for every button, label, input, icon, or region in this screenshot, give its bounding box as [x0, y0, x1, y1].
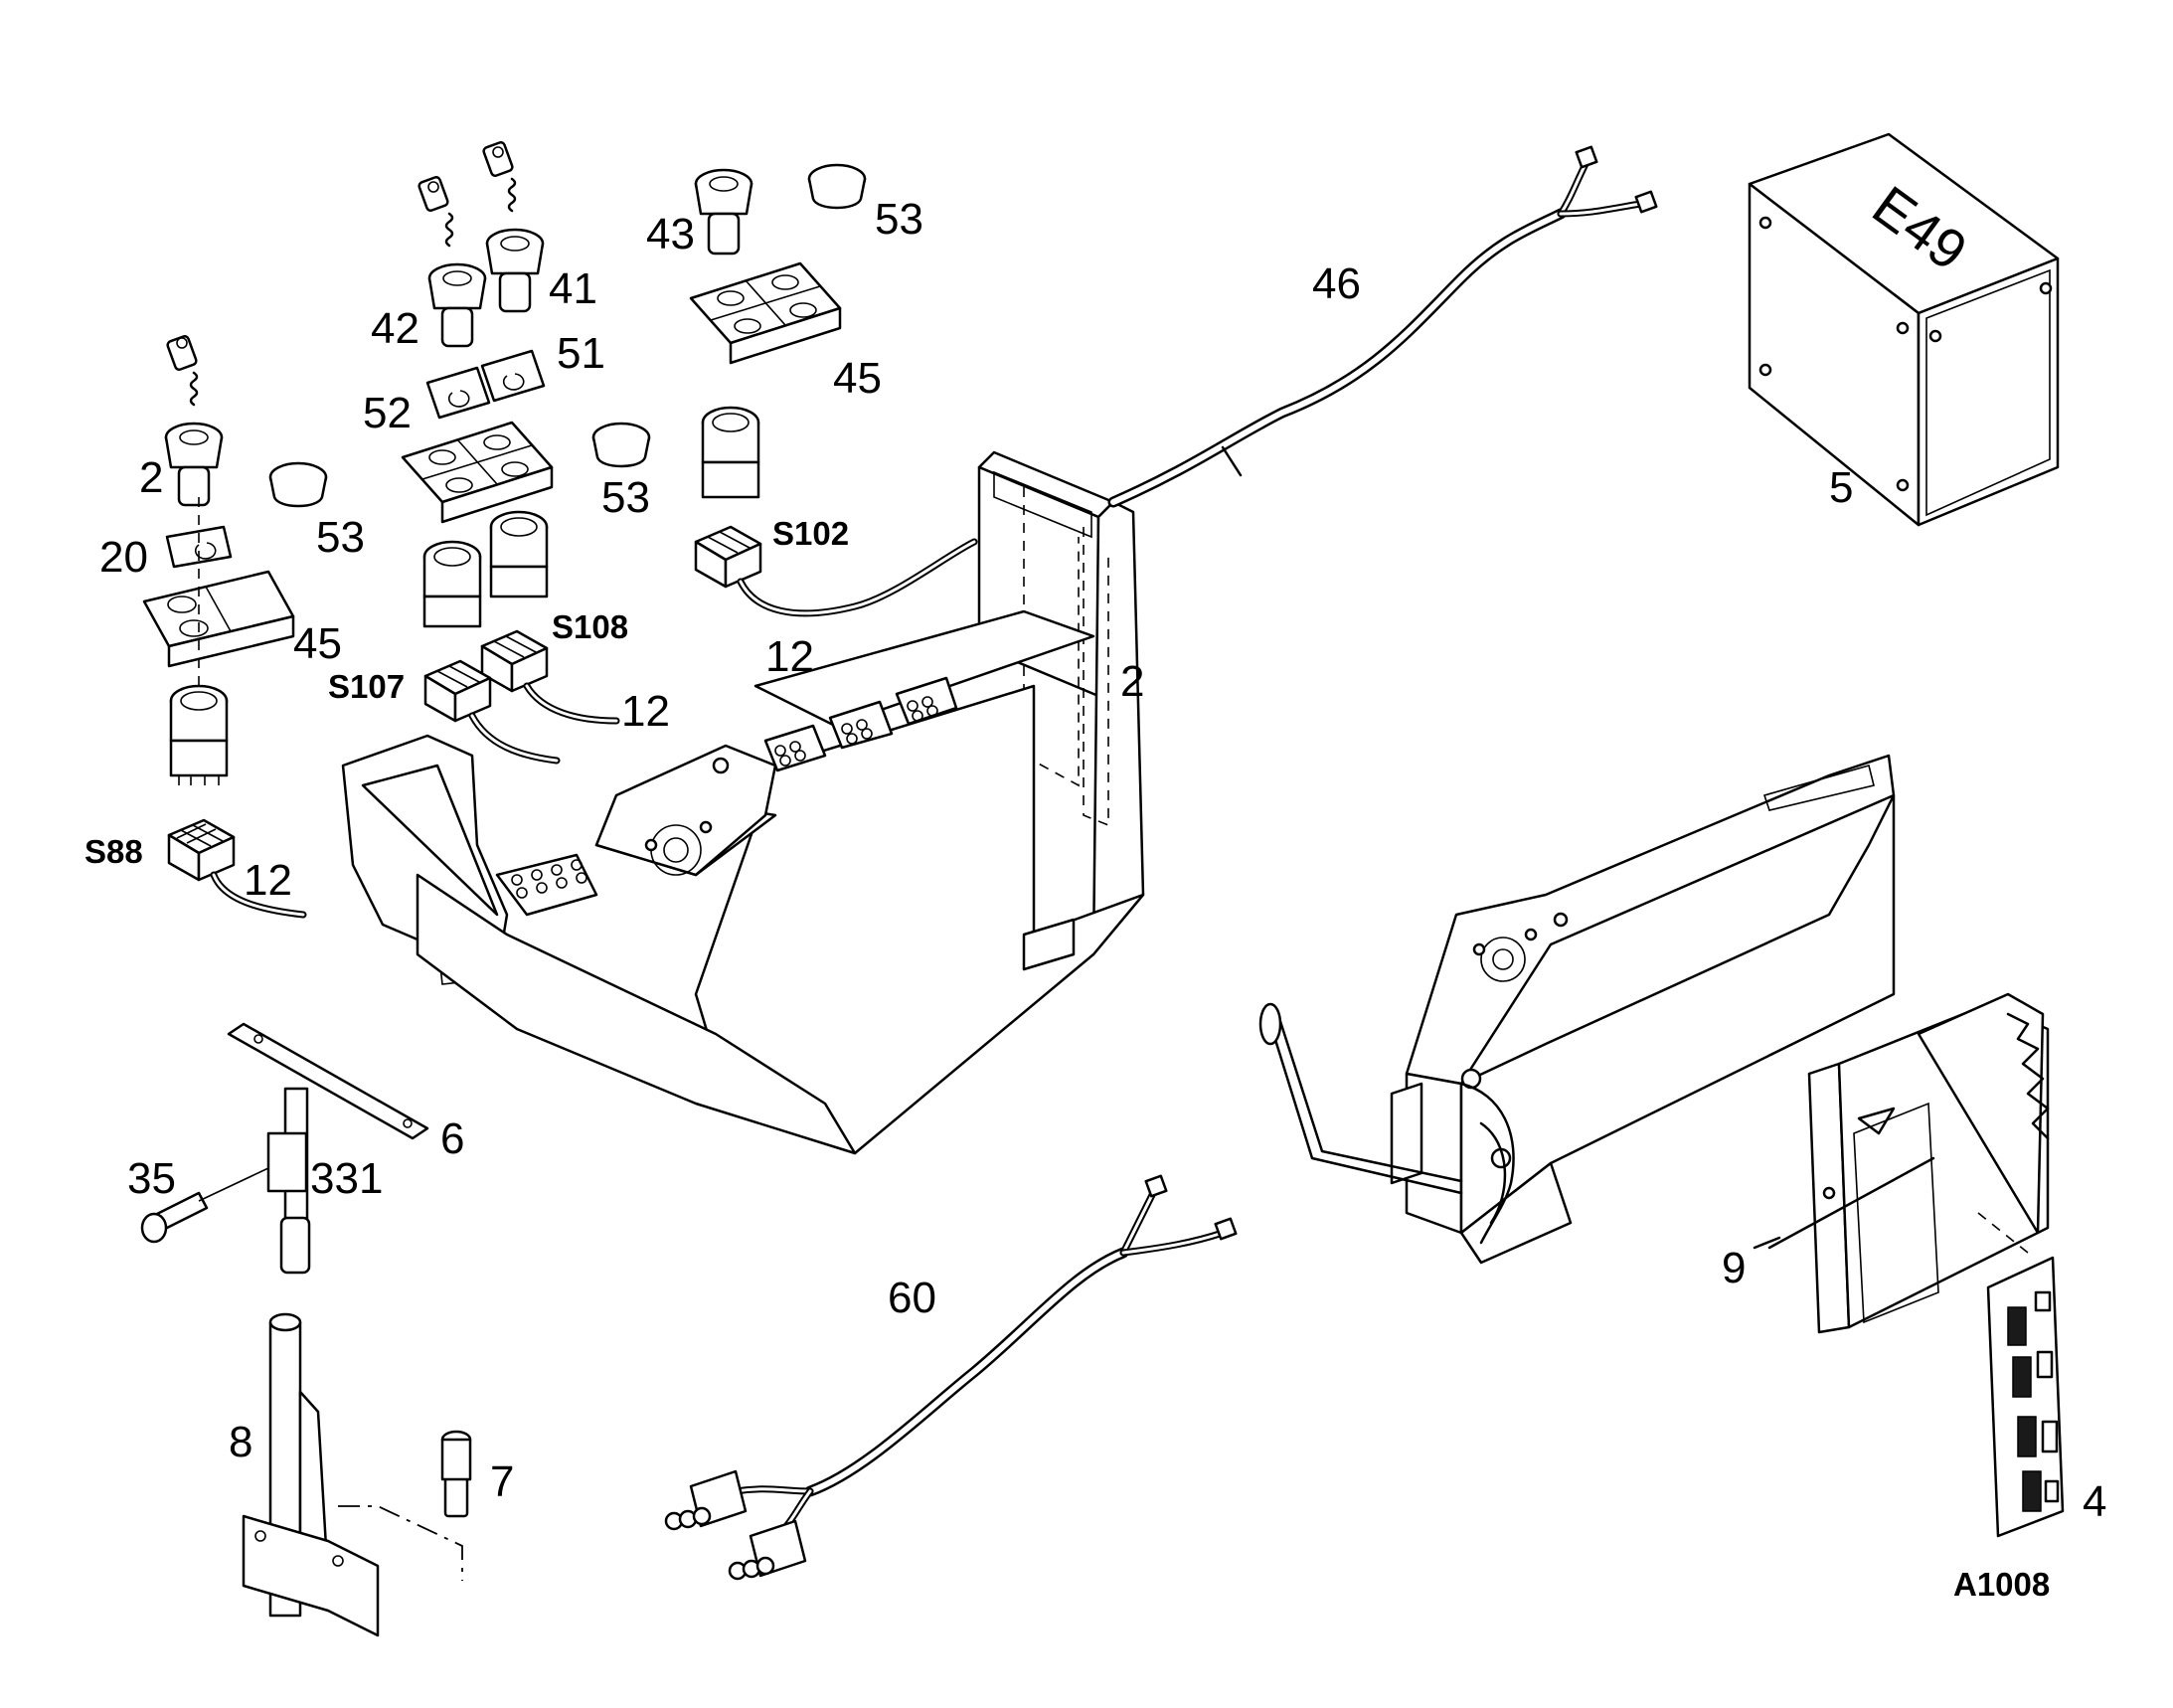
callout-9: 9	[1722, 1244, 1746, 1292]
mounting-plate-45-middle	[401, 421, 554, 524]
ref-s108: S108	[552, 608, 628, 645]
callout-45-left: 45	[293, 619, 342, 668]
circuit-board-a1008	[1986, 1256, 2065, 1538]
label-plates-51-52	[425, 349, 546, 420]
cable-harness-46	[1107, 145, 1658, 508]
connector-s107	[423, 659, 561, 765]
callout-4: 4	[2083, 1477, 2106, 1526]
leader-lines	[1753, 1236, 1781, 1250]
callout-60: 60	[888, 1274, 936, 1322]
ref-a1008: A1008	[1953, 1566, 2050, 1603]
callout-8: 8	[229, 1418, 252, 1466]
switch-43	[694, 168, 753, 256]
armrest-keypad	[511, 859, 587, 899]
switch-body-right	[701, 406, 760, 499]
control-box-e49: E49	[1748, 132, 2060, 527]
callout-2: 2	[139, 453, 163, 502]
switch-bodies-middle	[422, 510, 549, 628]
callout-42: 42	[371, 304, 419, 353]
key-switch-41	[482, 141, 545, 313]
callout-331: 331	[310, 1154, 383, 1203]
callout-12-s88: 12	[244, 856, 292, 905]
mounting-plate-45-right	[689, 261, 842, 365]
mounting-plate-45-left	[142, 497, 295, 696]
callout-35: 35	[127, 1154, 176, 1203]
callout-6: 6	[440, 1114, 464, 1163]
callout-53-middle: 53	[601, 473, 650, 522]
callout-12-s108: 12	[621, 687, 670, 736]
callout-52: 52	[363, 389, 412, 437]
bracket-6	[227, 1022, 429, 1275]
cable-harness-60	[664, 1174, 1238, 1581]
plug-cap-53-right	[807, 163, 867, 210]
callout-41: 41	[549, 264, 597, 313]
callout-53-left: 53	[316, 513, 365, 562]
label-plate-20	[165, 525, 233, 569]
key-switch-2	[164, 335, 224, 507]
operator-console: 2	[341, 450, 1144, 1155]
ref-s102: S102	[772, 515, 849, 552]
callout-53-right: 53	[875, 195, 923, 244]
callout-43: 43	[646, 210, 695, 258]
connector-s102	[694, 525, 978, 617]
callout-5: 5	[1829, 463, 1853, 512]
callout-20: 20	[99, 533, 148, 582]
callout-12-s102: 12	[765, 632, 814, 681]
post-8	[242, 1312, 463, 1637]
svg-text:2: 2	[1120, 657, 1144, 706]
plug-cap-53-left	[268, 461, 328, 508]
callout-7: 7	[490, 1457, 514, 1506]
mounting-rack-9	[1767, 992, 2050, 1334]
connector-s108	[480, 629, 620, 725]
key-switch-42	[418, 176, 487, 348]
switch-body-left	[169, 684, 229, 785]
screw-7	[440, 1430, 472, 1518]
plug-cap-53-middle	[591, 422, 651, 468]
callout-51: 51	[557, 329, 605, 378]
connector-s88	[167, 818, 307, 919]
board-connectors	[2007, 1306, 2042, 1512]
console-frame	[1258, 754, 1896, 1265]
callouts: 2 53 20 45 S88 12 42 41 51 52 53 S108 S1…	[84, 195, 2106, 1603]
ref-s107: S107	[328, 668, 405, 705]
panel-holes	[774, 696, 938, 767]
ref-s88: S88	[84, 833, 143, 870]
callout-46: 46	[1312, 259, 1361, 308]
callout-45-right: 45	[833, 354, 882, 403]
screw-35	[140, 1167, 269, 1244]
